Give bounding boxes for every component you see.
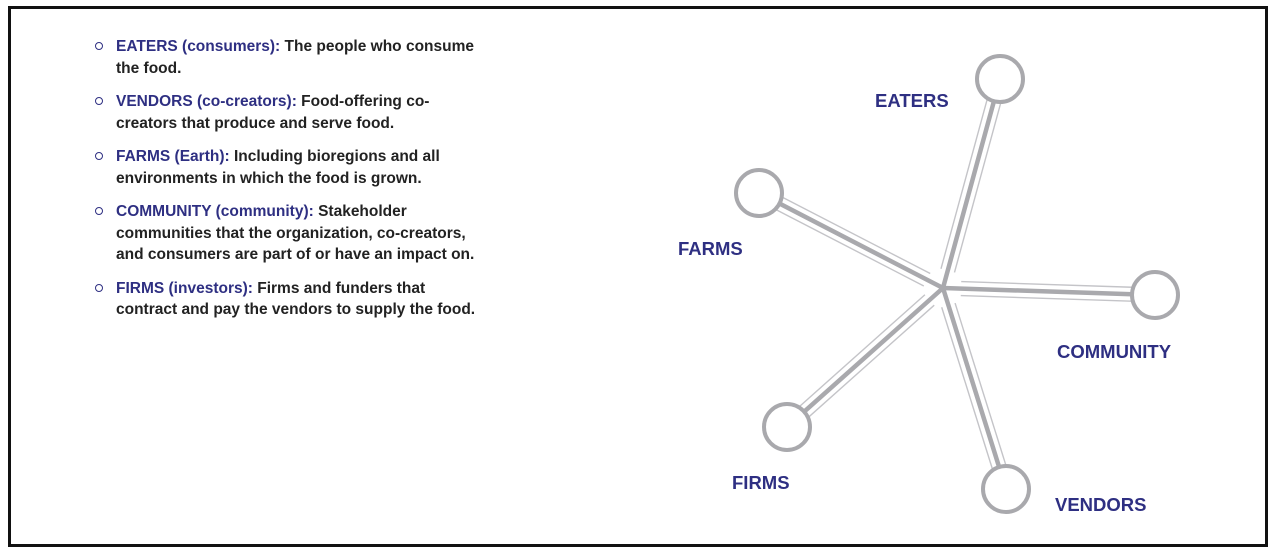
spoke-community — [940, 285, 1135, 297]
spoke-outline-community — [961, 280, 1133, 288]
item-term: FARMS (Earth): — [116, 148, 230, 165]
spoke-outline-firms — [808, 304, 935, 418]
item-description: Firms and funders that contract and pay … — [116, 279, 476, 319]
stakeholder-list: EATERS (consumers): The people who consu… — [86, 36, 486, 333]
item-description: Food-offering co-creators that produce a… — [116, 93, 430, 132]
node-farms — [734, 168, 784, 218]
bullet-icon — [95, 207, 103, 215]
node-firms — [762, 402, 812, 452]
spoke-farms — [777, 201, 946, 291]
item-term: VENDORS (co-creators): — [116, 93, 297, 110]
nodes — [734, 54, 1180, 514]
spoke-outline-vendors — [941, 307, 994, 470]
node-vendors — [981, 464, 1031, 514]
spoke-outline-firms — [799, 294, 926, 407]
label-firms: FIRMS — [732, 472, 790, 493]
node-community — [1130, 270, 1180, 320]
spoke-outline-eaters — [940, 99, 988, 269]
spoke-outline-vendors — [954, 302, 1007, 466]
bullet-icon — [95, 283, 103, 292]
spoke-outline-farms — [782, 196, 931, 275]
bullet-icon — [95, 42, 103, 50]
item-term: COMMUNITY (community): — [116, 203, 314, 220]
list-item-firms: FIRMS (investors): Firms and funders tha… — [86, 278, 486, 321]
figure-frame — [8, 6, 1268, 547]
spoke-firms — [801, 285, 946, 414]
list-item-vendors: VENDORS (co-creators): Food-offering co-… — [86, 91, 486, 134]
spoke-outline-community — [960, 294, 1132, 302]
label-community: COMMUNITY — [1057, 341, 1172, 362]
bullet-icon — [95, 152, 103, 160]
item-term: FIRMS (investors): — [116, 279, 253, 297]
item-term: EATERS (consumers): — [116, 38, 281, 55]
item-description: The people who consume the food. — [116, 38, 474, 77]
bullet-icon — [95, 97, 103, 105]
spoke-vendors — [940, 285, 1002, 470]
list-item-eaters: EATERS (consumers): The people who consu… — [86, 36, 486, 79]
label-vendors: VENDORS — [1055, 494, 1147, 515]
spoke-eaters — [940, 98, 997, 291]
item-description: Stakeholder communities that the organiz… — [116, 203, 475, 263]
list-item-farms: FARMS (Earth): Including bioregions and … — [86, 146, 486, 189]
spoke-outline-eaters — [953, 102, 1002, 273]
label-farms: FARMS — [678, 238, 743, 259]
item-description: Including bioregions and all environment… — [116, 148, 440, 187]
spokes — [775, 98, 1135, 470]
spoke-outline-farms — [775, 209, 925, 287]
node-eaters — [975, 54, 1025, 104]
label-eaters: EATERS — [875, 90, 949, 111]
list-item-community: COMMUNITY (community): Stakeholder commu… — [86, 201, 486, 266]
hub-node — [939, 284, 947, 292]
